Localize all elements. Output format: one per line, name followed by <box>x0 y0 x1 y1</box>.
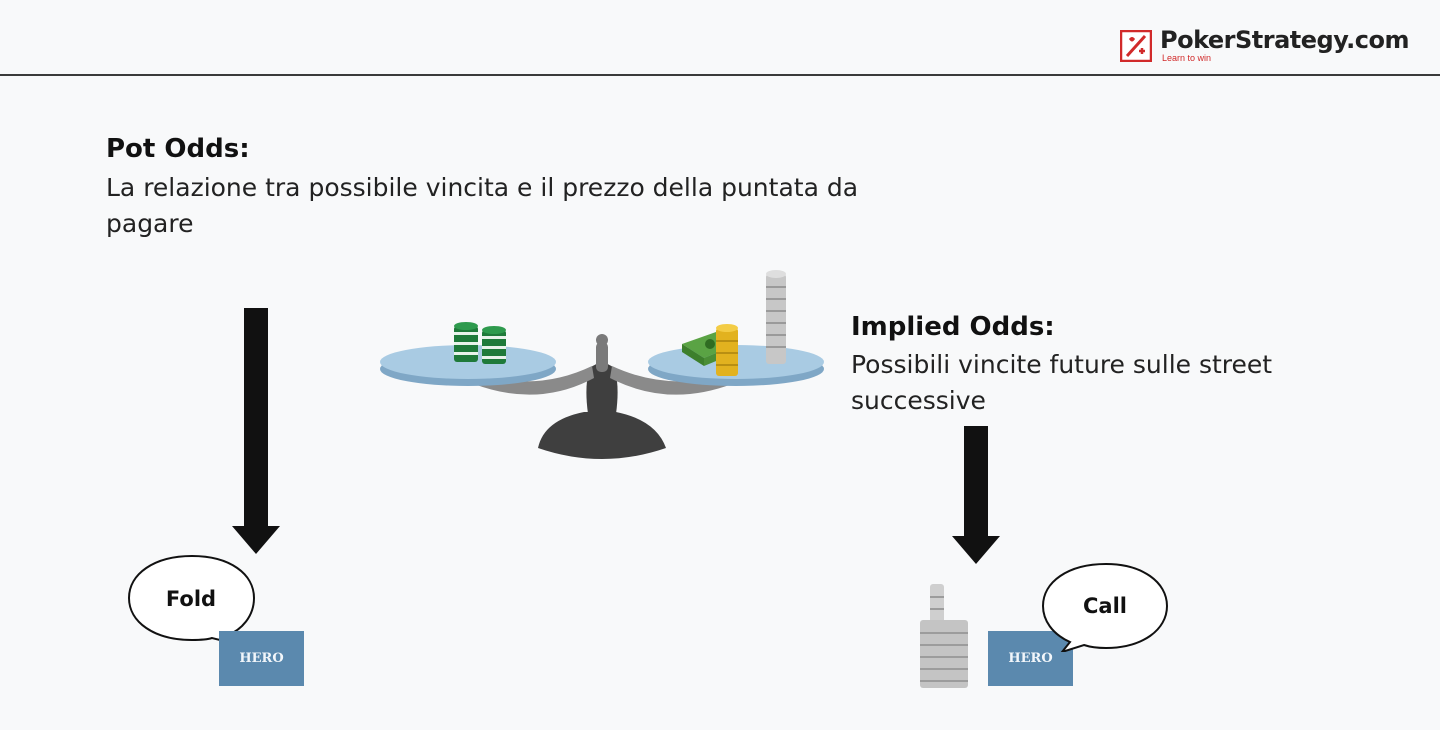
down-arrow-icon <box>952 426 1000 564</box>
balance-scale-icon <box>380 270 824 459</box>
brand-logo: PokerStrategy.com Learn to win <box>1120 26 1410 66</box>
fold-action-label: Fold <box>165 587 217 611</box>
implied-odds-description: Possibili vincite future sulle street su… <box>851 350 1273 415</box>
hero-box-right: HERO <box>988 631 1073 686</box>
pot-odds-title: Pot Odds: <box>106 134 250 164</box>
speech-bubble-icon <box>1041 562 1169 652</box>
implied-odds-title: Implied Odds: <box>851 312 1055 342</box>
speech-bubble-icon <box>127 554 256 644</box>
header-divider <box>0 74 1440 76</box>
down-arrow-icon <box>232 308 280 554</box>
gold-coins-icon <box>716 324 738 376</box>
pot-odds-description: La relazione tra possibile vincita e il … <box>106 173 859 238</box>
brand-tagline: Learn to win <box>1162 53 1212 63</box>
silver-coin-stack-icon <box>766 270 786 364</box>
hero-box-left: HERO <box>219 631 304 686</box>
logo-icon <box>1120 30 1152 62</box>
brand-name: PokerStrategy.com <box>1160 26 1410 54</box>
silver-coin-stack-icon <box>920 584 968 688</box>
poker-chips-icon <box>454 322 506 364</box>
call-action-label: Call <box>1083 594 1127 618</box>
